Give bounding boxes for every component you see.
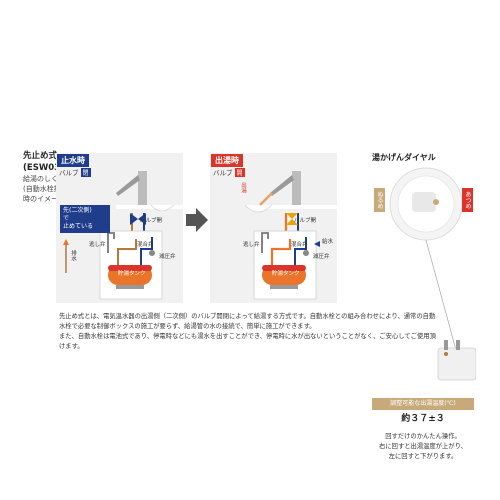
caption-line: 左に回すと下がります。 bbox=[388, 453, 458, 460]
callout-line: で bbox=[63, 215, 70, 222]
reducing-valve-icon bbox=[303, 250, 309, 256]
internal-pipe bbox=[270, 239, 292, 265]
left-diagram bbox=[63, 171, 183, 300]
sink-basin bbox=[150, 204, 175, 212]
side-title: 先止め式 (ESW03) bbox=[23, 150, 64, 174]
label-vent: 逃し弁 bbox=[243, 242, 260, 248]
callout-line: 止めている bbox=[63, 223, 94, 230]
description-text: 先止め式とは、電気温水器の出湯側（二次側）のバルブ開閉によって給湯する方式です。… bbox=[59, 312, 439, 352]
label-drain: 排水 bbox=[70, 250, 76, 261]
right-mode-badge: 出湯時 bbox=[211, 154, 243, 167]
side-title-model: (ESW03) bbox=[23, 163, 64, 173]
faucet-icon bbox=[270, 171, 301, 205]
label-reducing: 減圧弁 bbox=[159, 254, 176, 260]
label-tank: 貯湯タンク bbox=[272, 271, 300, 277]
label-outlet: 出湯 bbox=[240, 182, 246, 193]
description-paragraph: また、自動水栓は電池式であり、停電時などにも湯水を出すことができ、停電時に水が出… bbox=[59, 333, 436, 350]
temp-value: 約３７±３ bbox=[401, 414, 445, 424]
dial-indicator-icon bbox=[433, 199, 439, 205]
label-mixing: 混合弁 bbox=[291, 242, 308, 248]
side-sub-line: (自動水栓接続 bbox=[23, 185, 68, 193]
label-supply: 給水 bbox=[322, 239, 334, 245]
dial-title: 湯かげんダイヤル bbox=[372, 153, 436, 162]
supply-pipe bbox=[294, 237, 307, 265]
tank-base bbox=[116, 285, 144, 289]
label-valve-open: バルブ開 bbox=[140, 218, 163, 224]
tank-base bbox=[270, 285, 298, 289]
vent-pipe bbox=[107, 232, 115, 253]
dial-tag-hot: あつめ bbox=[462, 188, 473, 212]
water-heater-unit-icon bbox=[437, 340, 476, 381]
callout-line: 先(二次側) bbox=[63, 207, 92, 214]
label-mixing: 混合弁 bbox=[137, 242, 154, 248]
caption-line: 右に回すと出湯温度が上がり、 bbox=[379, 443, 467, 450]
dial-illustration bbox=[389, 167, 476, 381]
left-mode-badge: 止水時 bbox=[57, 154, 89, 167]
dial-caption: 回すだけのかんたん操作。 右に回すと出湯温度が上がり、 左に回すと下がります。 bbox=[362, 432, 484, 462]
reducing-valve-icon bbox=[149, 250, 155, 256]
transition-arrow-icon bbox=[186, 208, 208, 232]
label-tank: 貯湯タンク bbox=[118, 271, 146, 277]
description-paragraph: 先止め式とは、電気温水器の出湯側（二次側）のバルブ開閉によって給湯する方式です。… bbox=[59, 313, 436, 330]
label-reducing: 減圧弁 bbox=[313, 254, 330, 260]
supply-arrow-icon bbox=[314, 241, 320, 247]
closed-valve-icon bbox=[130, 213, 138, 225]
side-sub-line: 時のイメージ) bbox=[23, 195, 68, 203]
dial-tag-cool: ぬるめ bbox=[374, 188, 385, 212]
valve-label: バルブ bbox=[59, 169, 79, 177]
label-valve-open: バルブ開 bbox=[294, 218, 317, 224]
label-vent: 逃し弁 bbox=[89, 242, 106, 248]
side-title-main: 先止め式 bbox=[23, 151, 58, 161]
open-valve-icon bbox=[286, 213, 298, 219]
vent-pipe bbox=[261, 232, 269, 253]
right-valve-state: バルブ開 bbox=[213, 167, 245, 177]
temp-range-band: 調整可能な出湯温度(℃) bbox=[372, 398, 474, 410]
side-subtitle: 給湯のしくみ (自動水栓接続 時のイメージ) bbox=[23, 174, 68, 204]
side-sub-line: 給湯のしくみ bbox=[23, 175, 66, 183]
sink-basin bbox=[244, 204, 273, 213]
valve-open-badge: 開 bbox=[234, 168, 245, 177]
valve-label: バルブ bbox=[213, 169, 233, 177]
water-stream bbox=[259, 192, 273, 206]
faucet-icon bbox=[116, 171, 147, 205]
stop-callout: 先(二次側) で 止めている bbox=[60, 205, 110, 233]
drop-icon bbox=[63, 239, 69, 245]
internal-pipe bbox=[117, 239, 137, 265]
counter-top bbox=[250, 205, 337, 209]
supply-pipe bbox=[140, 237, 153, 265]
valve-closed-badge: 閉 bbox=[80, 168, 91, 177]
right-diagram bbox=[244, 171, 337, 300]
caption-line: 回すだけのかんたん操作。 bbox=[385, 433, 461, 440]
left-valve-state: バルブ閉 bbox=[59, 167, 91, 177]
